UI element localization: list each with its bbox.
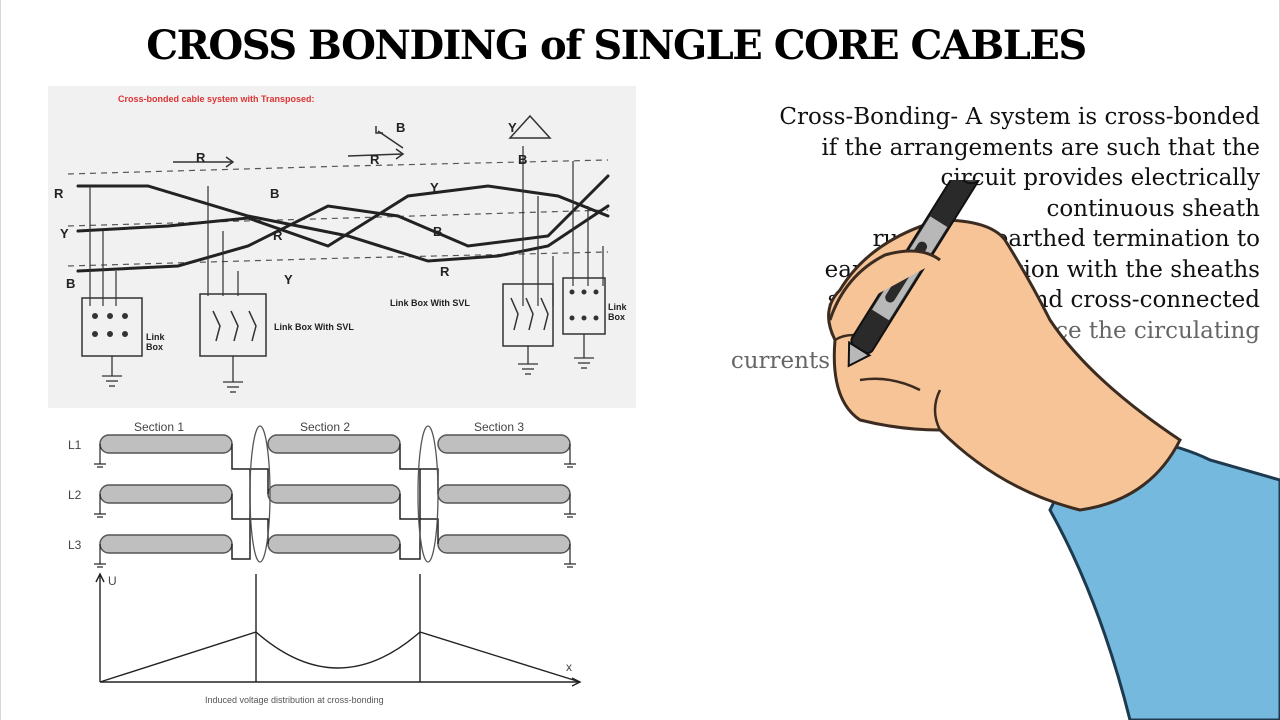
description-line: continuous sheath (1046, 195, 1260, 222)
segment-label: R (273, 228, 283, 243)
segment-label: R (370, 152, 380, 167)
segment-label: R (440, 264, 450, 279)
link-box-label: Link Box (608, 302, 627, 322)
voltage-caption: Induced voltage distribution at cross-bo… (205, 695, 384, 705)
phase-label-b: B (66, 276, 76, 291)
cable-drawing (67, 114, 610, 393)
segment-label: B (396, 120, 406, 135)
section-label: Section 2 (300, 420, 351, 434)
section-label: Section 3 (474, 420, 525, 434)
page-title: CROSS BONDING of SINGLE CORE CABLES (146, 22, 1087, 69)
segment-label: B (518, 152, 528, 167)
segment-label: Y (430, 180, 439, 195)
phase-label-r: R (54, 186, 64, 201)
segment-label: B (433, 224, 443, 239)
description-line: circuit provides electrically (940, 165, 1260, 191)
line-label-l2: L2 (68, 488, 82, 502)
frame-left-edge (0, 0, 1, 720)
link-box-label: Link Box With SVL (390, 298, 470, 308)
section-label: Section 1 (134, 420, 185, 434)
sections-drawing (94, 425, 582, 687)
segment-label: Y (508, 120, 517, 135)
phase-label-y: Y (60, 226, 69, 241)
axis-label-u: U (108, 574, 117, 588)
description-line: Cross-Bonding- A system is cross-bonded (779, 104, 1260, 130)
axis-label-x: x (566, 660, 572, 674)
description-line: currents (730, 348, 830, 374)
diagram-caption: Cross-bonded cable system with Transpose… (118, 94, 315, 104)
segment-label: R (196, 150, 206, 165)
description-line: if the arrangements are such that the (821, 134, 1260, 161)
ground-icon (102, 334, 594, 393)
link-box-label: Link Box With SVL (274, 322, 354, 332)
hand-with-pen-icon (827, 180, 1280, 720)
line-label-l3: L3 (68, 538, 82, 552)
segment-label: Y (284, 272, 293, 287)
line-label-l1: L1 (68, 438, 82, 452)
segment-label: B (270, 186, 280, 201)
cross-bonding-sections-diagram: Section 1 Section 2 Section 3 L1 L2 L3 U… (60, 414, 596, 714)
link-box-label: Link Box (146, 332, 165, 352)
transposed-cable-diagram: Cross-bonded cable system with Transpose… (48, 86, 636, 408)
